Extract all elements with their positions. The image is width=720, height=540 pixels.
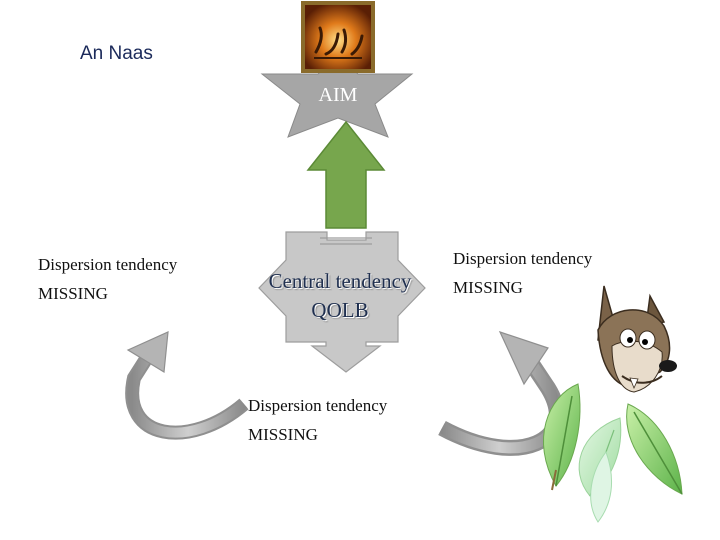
right-curved-arrow <box>438 330 565 456</box>
calligraphy-image <box>301 1 375 73</box>
dispersion-left-label: Dispersion tendency MISSING <box>38 250 177 308</box>
dispersion-bottom-label: Dispersion tendency MISSING <box>248 391 387 449</box>
dispersion-left-line1: Dispersion tendency <box>38 255 178 274</box>
central-tendency-label: Central tendency QOLB <box>255 267 425 325</box>
dispersion-left-line2: MISSING <box>38 284 108 303</box>
dispersion-right-label: Dispersion tendency MISSING <box>453 244 592 302</box>
aim-label: AIM <box>318 84 358 106</box>
dispersion-right-line1: Dispersion tendency <box>453 249 593 268</box>
dispersion-bottom-line2: MISSING <box>248 425 318 444</box>
central-line1: Central tendency <box>268 269 412 293</box>
wolf-image <box>597 285 677 393</box>
left-curved-arrow <box>125 331 249 440</box>
central-cross-arrow <box>258 231 426 373</box>
central-line2: QOLB <box>311 298 369 322</box>
leaves-image <box>542 383 683 523</box>
page-title: An Naas <box>80 43 153 64</box>
dispersion-right-line2: MISSING <box>453 278 523 297</box>
up-arrow <box>306 120 386 229</box>
dispersion-bottom-line1: Dispersion tendency <box>248 396 388 415</box>
